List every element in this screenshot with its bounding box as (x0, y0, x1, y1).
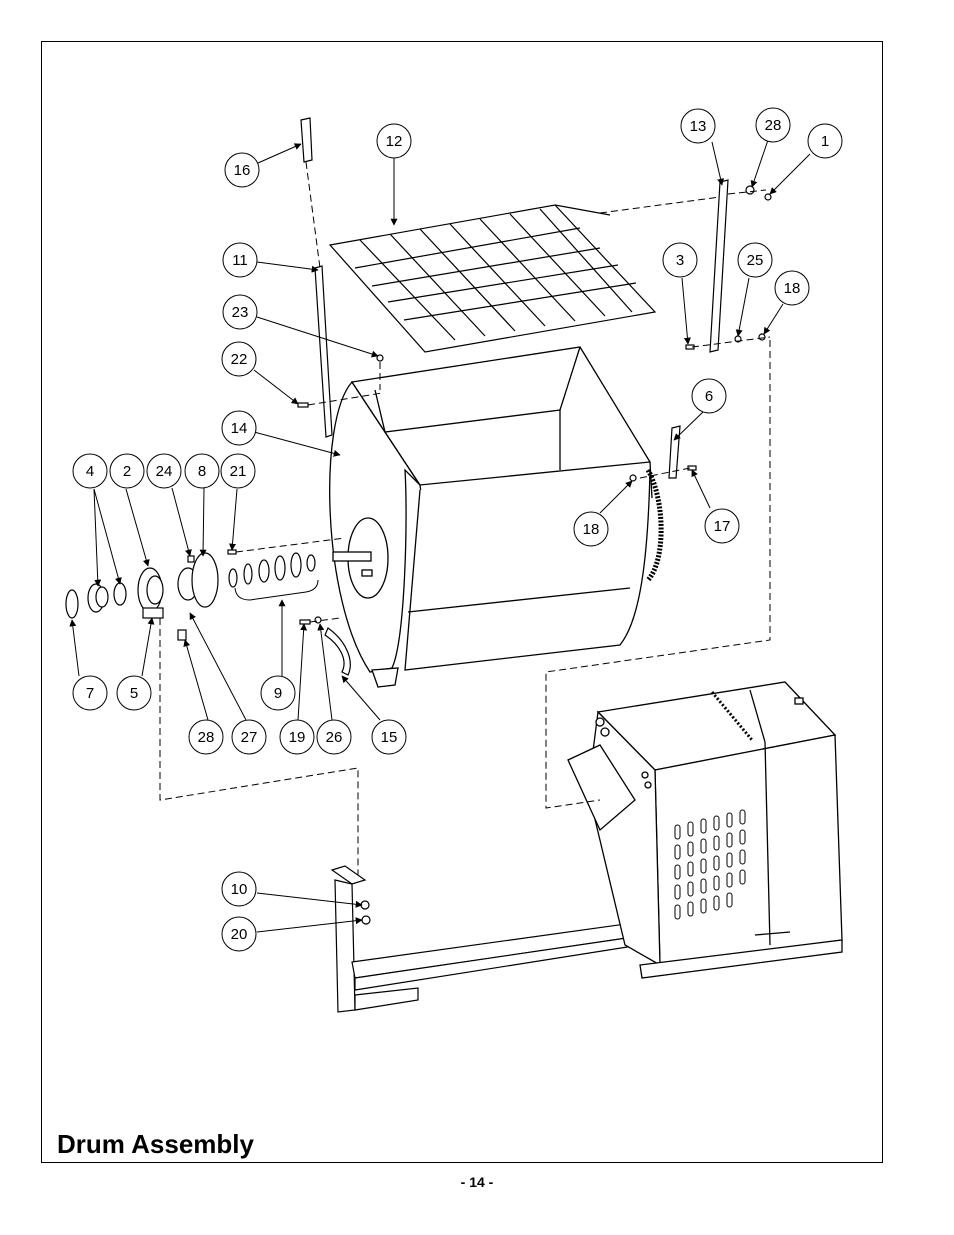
callout-27-label: 20 (231, 926, 248, 943)
diagram-frame (41, 41, 883, 1163)
callout-15: 15 (371, 719, 407, 755)
callout-6: 6 (691, 378, 727, 414)
callout-1: 1 (807, 123, 843, 159)
callout-21: 22 (221, 341, 257, 377)
callout-19: 19 (279, 719, 315, 755)
callouts: 16 12 13 28 1 11 23 22 3 25 18 14 6 17 1… (72, 107, 843, 952)
callout-14: 14 (221, 410, 257, 446)
callout-17: 17 (704, 508, 740, 544)
callout-22-label: 23 (232, 304, 249, 321)
callout-12: 12 (376, 123, 412, 159)
callout-25-label: 26 (326, 729, 343, 746)
callout-26: 27 (231, 719, 267, 755)
callout-21-label: 22 (231, 351, 248, 368)
callout-18-top: 18 (774, 270, 810, 306)
callout-24-label: 25 (747, 252, 764, 269)
callout-5: 5 (116, 675, 152, 711)
callout-7: 7 (72, 675, 108, 711)
callout-4: 4 (72, 453, 108, 489)
leader-lines (69, 139, 811, 933)
callout-2: 2 (109, 453, 145, 489)
callout-16: 16 (224, 152, 260, 188)
callout-6-label: 6 (705, 388, 713, 405)
callout-5-label: 5 (130, 685, 138, 702)
callout-28-bottom-label: 28 (198, 729, 215, 746)
callout-11-label: 11 (232, 252, 248, 269)
housing (567, 681, 843, 979)
callout-11: 11 (222, 242, 258, 278)
callout-18-mid: 18 (573, 511, 609, 547)
housing-vent-slots (674, 809, 746, 920)
callout-10: 10 (221, 871, 257, 907)
callout-25: 26 (316, 719, 352, 755)
drum-body (329, 346, 664, 688)
callout-24: 25 (737, 242, 773, 278)
callout-28-top-label: 28 (765, 117, 782, 134)
callout-18-mid-label: 18 (583, 521, 600, 538)
callout-22: 23 (222, 294, 258, 330)
callout-20: 21 (220, 453, 256, 489)
callout-26-label: 27 (241, 729, 258, 746)
callout-17-label: 17 (714, 518, 731, 535)
callout-15-label: 15 (381, 729, 398, 746)
callout-18-top-label: 18 (784, 280, 801, 297)
callout-28-bottom: 28 (188, 719, 224, 755)
callout-10-label: 10 (231, 881, 248, 898)
washer-group-bracket (234, 579, 319, 601)
callout-20-label: 21 (230, 463, 247, 480)
callout-28-top: 28 (755, 107, 791, 143)
callout-23-label: 24 (156, 463, 173, 480)
page-title: Drum Assembly (57, 1129, 254, 1159)
callout-9: 9 (260, 675, 296, 711)
callout-27: 20 (221, 916, 257, 952)
callout-3-label: 3 (676, 252, 684, 269)
callout-1-label: 1 (821, 133, 829, 150)
callout-12-label: 12 (386, 133, 403, 150)
callout-8: 8 (184, 453, 220, 489)
callout-13: 13 (680, 108, 716, 144)
callout-8-label: 8 (198, 463, 206, 480)
callout-23: 24 (146, 453, 182, 489)
assembly-dashed-lines (159, 161, 771, 875)
callout-2-label: 2 (123, 463, 131, 480)
callout-9-label: 9 (274, 685, 282, 702)
callout-3: 3 (662, 242, 698, 278)
grate (328, 204, 657, 353)
page-number: - 14 - (460, 1174, 494, 1190)
frame-stand (330, 865, 641, 1013)
callout-7-label: 7 (86, 685, 94, 702)
callout-14-label: 14 (231, 420, 248, 437)
callout-13-label: 13 (690, 118, 707, 135)
callout-4-label: 4 (86, 463, 94, 480)
callout-19-label: 19 (289, 729, 306, 746)
callout-16-label: 16 (234, 162, 251, 179)
